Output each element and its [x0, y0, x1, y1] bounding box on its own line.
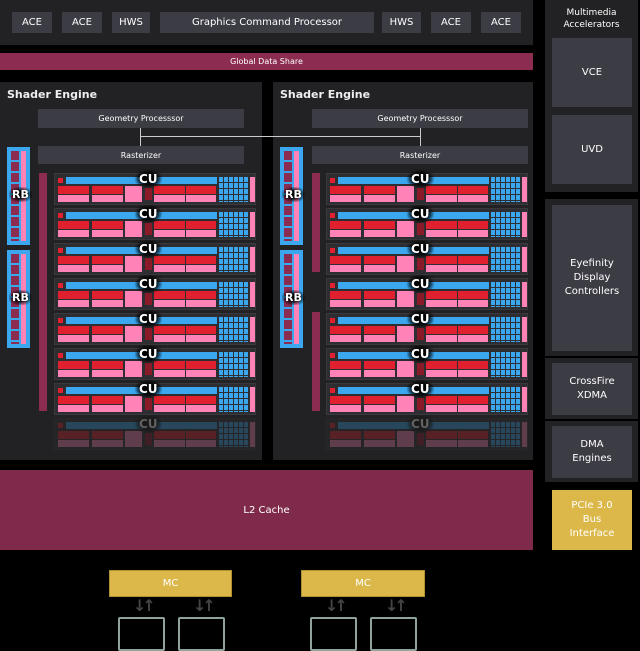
- memory-chip: [310, 617, 357, 651]
- rasterizer: Rasterizer: [38, 146, 244, 164]
- bidirectional-arrow-icon: ↓↑: [385, 596, 408, 615]
- compute-unit: CU: [54, 345, 256, 380]
- compute-unit: CU: [326, 170, 528, 205]
- global-data-share: Global Data Share: [0, 53, 533, 70]
- cu-label: CU: [407, 345, 434, 363]
- cu-label: CU: [135, 170, 162, 188]
- cu-label: CU: [407, 205, 434, 223]
- ace-block: ACE: [431, 12, 471, 33]
- cu-label: CU: [135, 380, 162, 398]
- cu-label: CU: [407, 380, 434, 398]
- render-backend: RB: [7, 250, 32, 348]
- compute-unit: CU: [326, 240, 528, 275]
- render-backend: RB: [280, 147, 305, 245]
- cu-label: CU: [135, 240, 162, 258]
- compute-unit: CU: [54, 275, 256, 310]
- memory-chip: [118, 617, 165, 651]
- memory-controller: MC: [109, 570, 232, 597]
- memory-chip: [178, 617, 225, 651]
- cu-label: CU: [135, 275, 162, 293]
- cu-label: CU: [135, 345, 162, 363]
- l2-cache: L2 Cache: [0, 470, 533, 550]
- shared-cache-bar: [39, 173, 47, 411]
- shader-engine-title: Shader Engine: [7, 88, 98, 101]
- cu-label: CU: [135, 310, 162, 328]
- rb-label: RB: [9, 290, 32, 305]
- cu-label: CU: [407, 170, 434, 188]
- ace-block: ACE: [12, 12, 52, 33]
- dma-engines: DMA Engines: [552, 426, 632, 478]
- cu-label: CU: [407, 240, 434, 258]
- vce-block: VCE: [552, 38, 632, 107]
- compute-unit: CU: [54, 415, 256, 450]
- hws-block: HWS: [112, 12, 150, 33]
- cu-label: CU: [407, 415, 434, 433]
- eyefinity-display-controllers: Eyefinity Display Controllers: [552, 205, 632, 351]
- compute-unit: CU: [54, 380, 256, 415]
- compute-unit: CU: [54, 170, 256, 205]
- shared-cache-bar: [312, 312, 320, 411]
- rasterizer: Rasterizer: [312, 146, 528, 164]
- bidirectional-arrow-icon: ↓↑: [193, 596, 216, 615]
- graphics-command-processor: Graphics Command Processor: [160, 12, 374, 33]
- render-backend: RB: [7, 147, 32, 245]
- cu-label: CU: [407, 310, 434, 328]
- geometry-processor: Geometry Processsor: [312, 109, 528, 128]
- compute-unit: CU: [54, 240, 256, 275]
- compute-unit: CU: [326, 205, 528, 240]
- crossfire-xdma: CrossFire XDMA: [552, 363, 632, 415]
- compute-unit: CU: [326, 380, 528, 415]
- connector-line: [140, 136, 421, 137]
- memory-controller: MC: [301, 570, 425, 597]
- shader-engine-title: Shader Engine: [280, 88, 371, 101]
- compute-unit: CU: [54, 310, 256, 345]
- rb-label: RB: [282, 187, 305, 202]
- connector-line: [140, 128, 141, 146]
- cu-label: CU: [135, 205, 162, 223]
- rb-label: RB: [9, 187, 32, 202]
- compute-unit: CU: [326, 310, 528, 345]
- ace-block: ACE: [62, 12, 102, 33]
- shared-cache-bar: [312, 173, 320, 272]
- compute-unit: CU: [326, 275, 528, 310]
- compute-unit: CU: [54, 205, 256, 240]
- multimedia-title: Multimedia Accelerators: [563, 8, 620, 30]
- bidirectional-arrow-icon: ↓↑: [133, 596, 156, 615]
- rb-label: RB: [282, 290, 305, 305]
- memory-chip: [370, 617, 417, 651]
- cu-label: CU: [407, 275, 434, 293]
- compute-unit: CU: [326, 345, 528, 380]
- connector-line: [420, 128, 421, 146]
- render-backend: RB: [280, 250, 305, 348]
- ace-block: ACE: [481, 12, 521, 33]
- cu-label: CU: [135, 415, 162, 433]
- pcie-bus-interface: PCIe 3.0 Bus Interface: [552, 490, 632, 550]
- uvd-block: UVD: [552, 115, 632, 184]
- geometry-processor: Geometry Processsor: [38, 109, 244, 128]
- compute-unit: CU: [326, 415, 528, 450]
- bidirectional-arrow-icon: ↓↑: [325, 596, 348, 615]
- hws-block: HWS: [382, 12, 421, 33]
